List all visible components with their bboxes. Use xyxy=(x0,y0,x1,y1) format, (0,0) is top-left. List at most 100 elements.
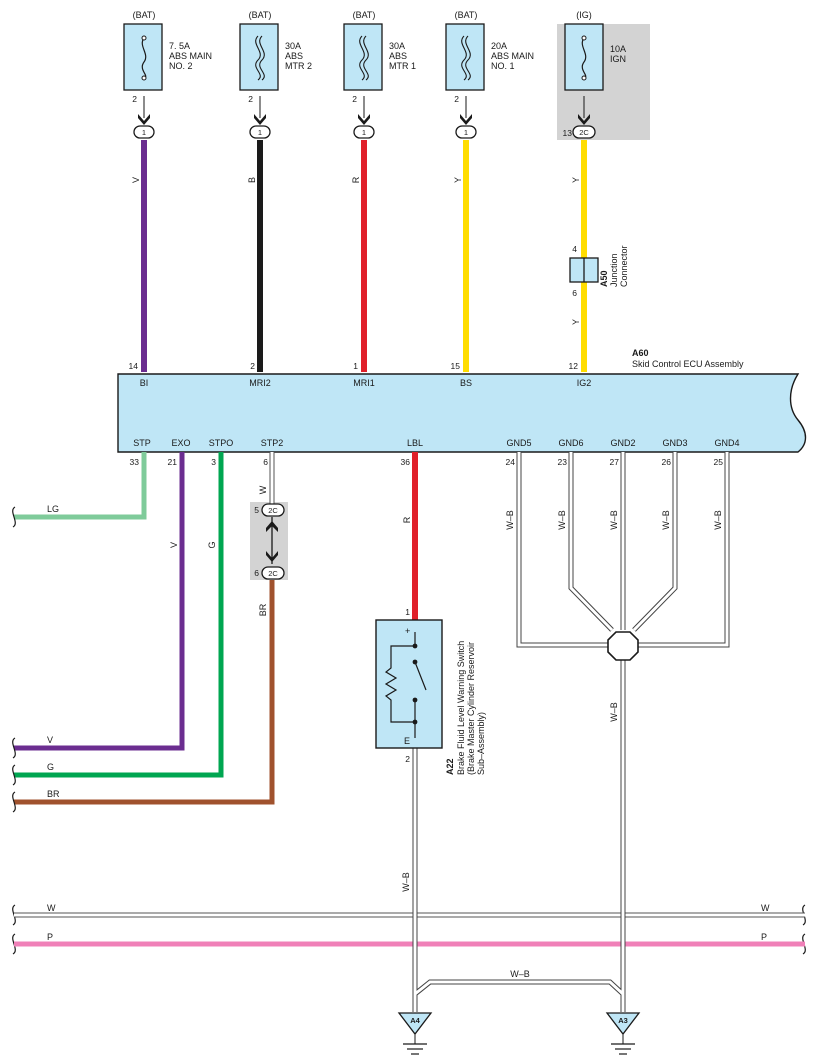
switch-e: E xyxy=(404,736,410,746)
fuse-abs-mtr-1 xyxy=(343,23,383,91)
wire-br xyxy=(14,580,275,805)
junction-pin-in: 4 xyxy=(572,244,577,254)
ecu-pin-number: 23 xyxy=(558,457,568,467)
ecu-pin-label: GND5 xyxy=(506,438,531,448)
ecu-pin-label: LBL xyxy=(407,438,423,448)
fuse-pin: 2 xyxy=(248,94,253,104)
ecu-pin-number: 21 xyxy=(168,457,178,467)
ground-splice xyxy=(607,631,639,661)
wire-label-br: BR xyxy=(47,789,60,799)
fuse-rating: 30A xyxy=(285,41,301,51)
connector-label: 2C xyxy=(579,128,589,137)
fuse-rating: 30A xyxy=(389,41,405,51)
ecu-pin-number: 6 xyxy=(263,457,268,467)
wire-color-code: W–B xyxy=(510,969,530,979)
wire-exo xyxy=(14,452,185,751)
fuse-name: ABS MAIN xyxy=(491,51,534,61)
ground-point-a4 xyxy=(397,1012,433,1055)
ecu-pin-label: GND3 xyxy=(662,438,687,448)
fuse-source: (BAT) xyxy=(249,10,272,20)
wire-label-v: V xyxy=(47,735,53,745)
connector-label: 2C xyxy=(268,506,278,515)
fuse-name: MTR 1 xyxy=(389,61,416,71)
ground-label: A3 xyxy=(618,1016,628,1025)
ecu-pin-number: 33 xyxy=(130,457,140,467)
wire-label-lg: LG xyxy=(47,504,59,514)
fuse-pin: 2 xyxy=(132,94,137,104)
connector-label: 1 xyxy=(142,128,146,137)
wire-color-code: W xyxy=(258,485,268,494)
connector-pin: 5 xyxy=(254,505,259,515)
ecu-pin-label: BI xyxy=(140,378,149,388)
connector-label: 1 xyxy=(362,128,366,137)
wire-stp xyxy=(14,452,147,520)
wire-color-code: R xyxy=(351,176,361,183)
ecu-pin-number: 2 xyxy=(250,361,255,371)
junction-connector xyxy=(569,257,599,283)
connector-label: 1 xyxy=(258,128,262,137)
fuse-name: ABS xyxy=(285,51,303,61)
switch-plus: + xyxy=(405,626,410,636)
connector-label: 1 xyxy=(464,128,468,137)
wire-color-code: Y xyxy=(571,319,581,325)
ecu-pin-number: 25 xyxy=(714,457,724,467)
fuse-abs-main-2 xyxy=(123,23,163,91)
ecu-name: Skid Control ECU Assembly xyxy=(632,359,744,369)
stp2-connector xyxy=(261,503,285,580)
wire-color-code: G xyxy=(207,541,217,548)
junction-name: Junction xyxy=(609,253,619,287)
switch-pin: 2 xyxy=(405,754,410,764)
ecu-pin-label: GND6 xyxy=(558,438,583,448)
bus-label-p: P xyxy=(761,932,767,942)
fuse-source: (BAT) xyxy=(133,10,156,20)
fuse-name: NO. 1 xyxy=(491,61,515,71)
wire-label-g: G xyxy=(47,762,54,772)
wire-color-code: Y xyxy=(571,177,581,183)
fuse-name: IGN xyxy=(610,54,626,64)
wire-color-code: W–B xyxy=(609,510,619,530)
ecu-pin-number: 1 xyxy=(353,361,358,371)
connector-label: 2C xyxy=(268,569,278,578)
fuse-source: (IG) xyxy=(576,10,592,20)
inline-connectors xyxy=(133,114,596,139)
connector-pin: 6 xyxy=(254,568,259,578)
ground-harness xyxy=(412,452,730,1012)
ecu-code: A60 xyxy=(632,348,649,358)
fuse-abs-mtr-2 xyxy=(239,23,279,91)
wire-color-code: W–B xyxy=(557,510,567,530)
ecu-pin-label: STP xyxy=(133,438,151,448)
fuse-abs-main-1 xyxy=(445,23,485,91)
ecu-pin-label: GND2 xyxy=(610,438,635,448)
switch-name: (Brake Master Cylinder Reservoir xyxy=(466,642,476,775)
fuse-rating: 20A xyxy=(491,41,507,51)
fuse-source: (BAT) xyxy=(353,10,376,20)
ecu-pin-number: 3 xyxy=(211,457,216,467)
ecu-pin-number: 36 xyxy=(401,457,411,467)
junction-name: Connector xyxy=(619,245,629,287)
wire-color-code: W–B xyxy=(609,702,619,722)
fuse-pin: 2 xyxy=(454,94,459,104)
ecu-box xyxy=(117,373,807,453)
ecu-pin-label: GND4 xyxy=(714,438,739,448)
ecu-pin-label: STPO xyxy=(209,438,234,448)
ground-point-a3 xyxy=(605,1012,641,1055)
switch-name: Brake Fluid Level Warning Switch xyxy=(456,641,466,775)
fuse-rating: 7. 5A xyxy=(169,41,190,51)
wire-color-code: Y xyxy=(453,177,463,183)
wire-color-code: V xyxy=(169,542,179,548)
bus-label-w: W xyxy=(761,903,770,913)
fuse-pin: 13 xyxy=(563,128,573,138)
fuse-pin: 2 xyxy=(352,94,357,104)
ecu-pin-label: IG2 xyxy=(577,378,592,388)
switch-name: Sub–Assembly) xyxy=(476,712,486,775)
wire-color-code: V xyxy=(131,177,141,183)
fuse-name: MTR 2 xyxy=(285,61,312,71)
ecu-pin-number: 12 xyxy=(569,361,579,371)
ecu-pin-number: 15 xyxy=(451,361,461,371)
brake-fluid-switch xyxy=(375,619,443,749)
ecu-pin-number: 24 xyxy=(506,457,516,467)
wire-color-code: W–B xyxy=(713,510,723,530)
wire-color-code: BR xyxy=(258,603,268,616)
fuse-ign xyxy=(564,23,604,91)
